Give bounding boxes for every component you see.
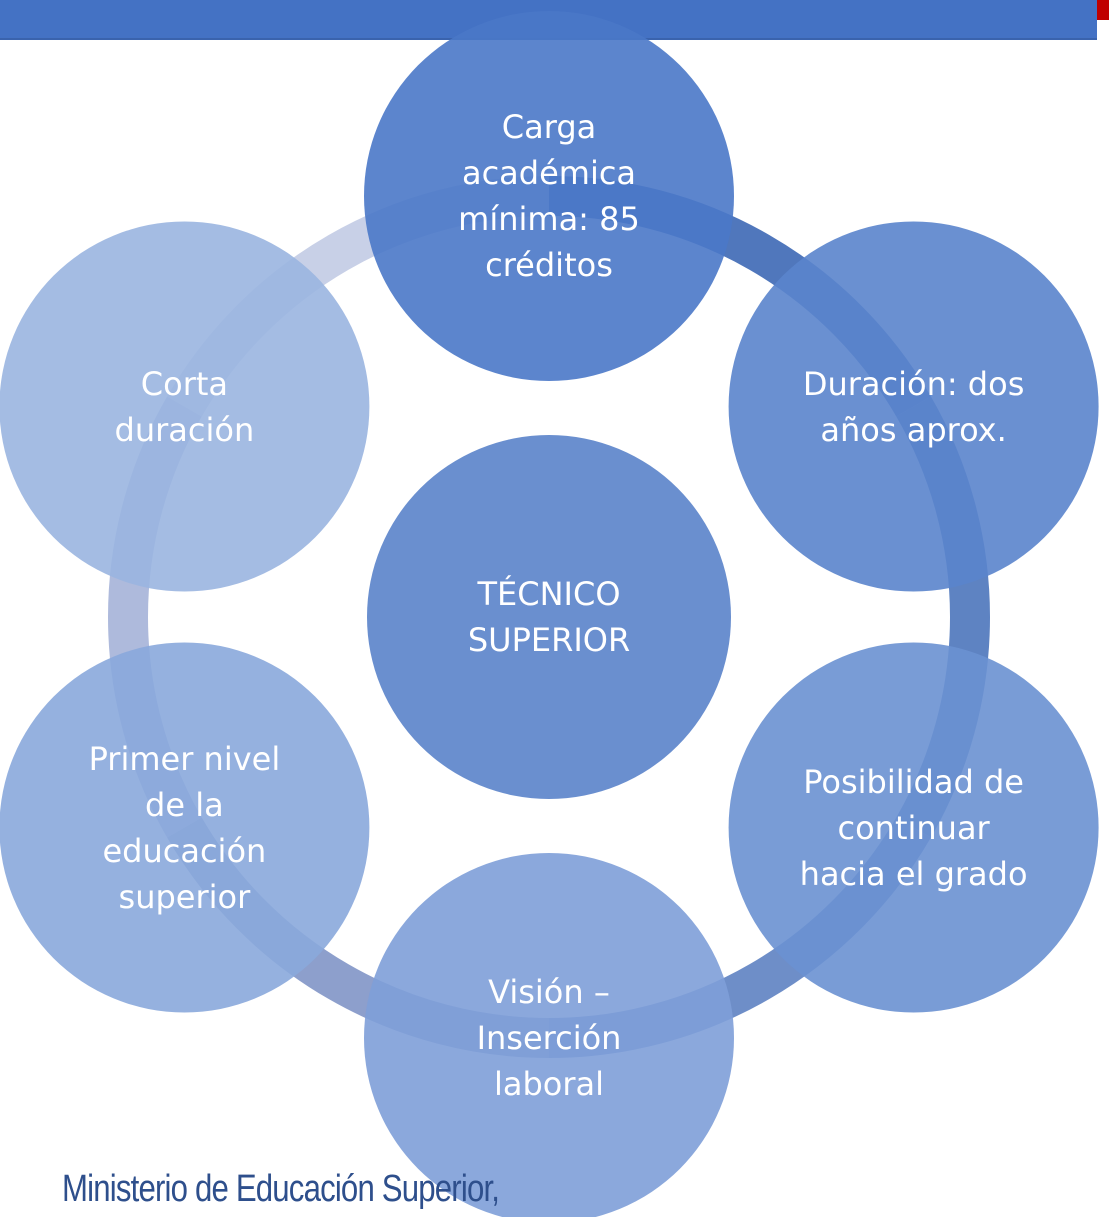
center-node: [367, 435, 731, 799]
node-posibilidad: [728, 642, 1099, 1013]
node-vision: [364, 853, 734, 1217]
node-duracion: [728, 221, 1099, 592]
node-carga-academica: [364, 11, 734, 381]
cycle-nodes: [0, 11, 1099, 1217]
node-corta-duracion: [0, 221, 370, 592]
header-accent: [1097, 0, 1109, 20]
ministry-logo-text: Ministerio de Educación Superior,: [62, 1168, 500, 1210]
node-primer-nivel: [0, 642, 370, 1013]
